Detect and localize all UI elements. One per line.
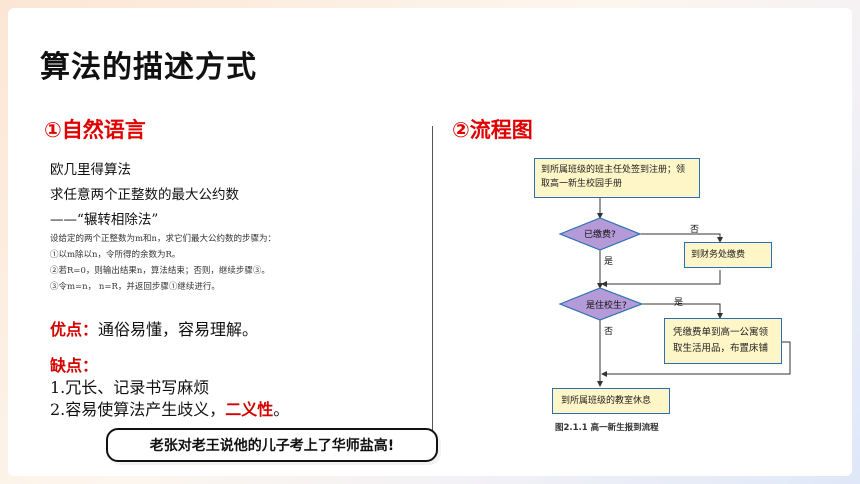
small-text-line: 设给定的两个正整数为m和n，求它们最大公约数的步骤为： (50, 234, 277, 244)
section-heading-natural-language: ①自然语言 (44, 118, 146, 142)
decision-paid-label: 已缴费? (584, 230, 616, 240)
speech-bubble: 老张对老王说他的儿子考上了华师盐高! (106, 428, 438, 462)
text-line: 求任意两个正整数的最大公约数 (50, 187, 239, 203)
small-text-line: ①以m除以n，令所得的余数为R。 (50, 250, 181, 260)
text-line: ——“辗转相除法” (50, 212, 159, 228)
section-heading-flowchart: ②流程图 (452, 118, 533, 142)
cons-item-1: 1.冗长、记录书写麻烦 (50, 378, 210, 397)
decision-boarder-label: 是住校生? (586, 301, 627, 311)
flow-step-classroom: 到所属班级的教室休息 (552, 388, 670, 414)
flow-step-register: 到所属班级的班主任处签到注册；领取高一新生校园手册 (534, 158, 700, 198)
flowchart-connectors (558, 196, 791, 387)
cons-item-2-prefix: 2.容易使算法产生歧义， (50, 400, 226, 419)
text-line: 欧几里得算法 (50, 162, 131, 178)
cons-item-2-suffix: 。 (273, 400, 290, 419)
pros-line: 优点：通俗易懂，容易理解。 (50, 316, 258, 340)
pros-text: 通俗易懂，容易理解。 (98, 320, 259, 339)
decision-boarder-shape (558, 287, 644, 321)
cons-item-2: 2.容易使算法产生歧义，二义性。 (50, 396, 289, 420)
pros-label: 优点： (50, 320, 99, 339)
decision-paid-yes: 是 (604, 257, 614, 267)
decision-paid-shape (558, 217, 642, 251)
vertical-divider (432, 126, 433, 456)
decision-paid-no: 否 (690, 225, 700, 235)
decision-boarder-no: 否 (604, 327, 614, 337)
small-text-line: ②若R=0，则输出结果n，算法结束；否则，继续步骤③。 (50, 266, 270, 276)
flow-step-dorm: 凭缴费单到高一公寓领取生活用品，布置床铺 (664, 318, 782, 364)
small-text-line: ③令m=n， n=R，并返回步骤①继续进行。 (50, 282, 220, 292)
figure-caption: 图2.1.1 高一新生报到流程 (555, 423, 659, 433)
ambiguity-highlight: 二义性 (225, 400, 274, 419)
decision-boarder-yes: 是 (674, 298, 684, 308)
cons-label: 缺点： (50, 356, 99, 375)
page-title: 算法的描述方式 (40, 50, 257, 85)
flow-step-pay-fee: 到财务处缴费 (684, 242, 772, 268)
